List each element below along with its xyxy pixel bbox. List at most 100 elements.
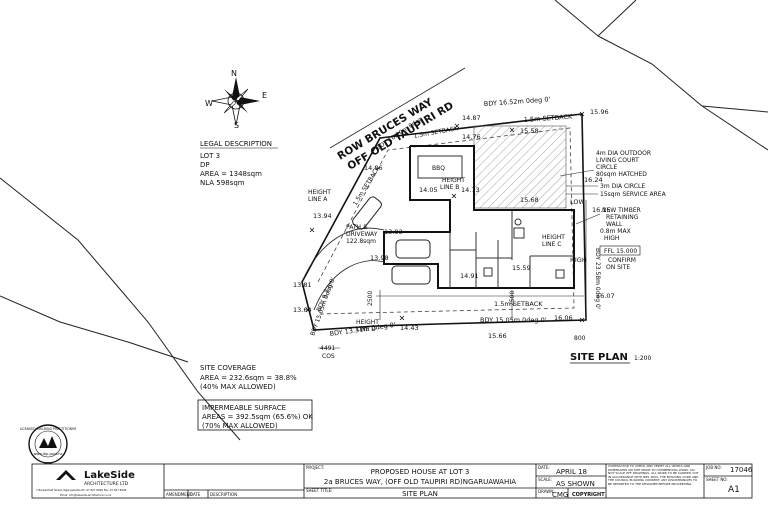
svg-text:16.24: 16.24	[584, 176, 603, 184]
revision-amendment: AMENDMENT	[166, 492, 193, 497]
project-line-2: 2a BRUCES WAY, (OFF OLD TAUPIRI RD)NGARU…	[324, 478, 516, 486]
svg-text:CONFIRM: CONFIRM	[608, 257, 636, 264]
project-label: PROJECT:	[306, 465, 324, 470]
company-address: 7 Bankerfield Street, Ngaruawahia Ph: 07…	[36, 488, 127, 492]
site-plan-scale: 1:200	[634, 355, 651, 362]
legal-nla: NLA 598sqm	[200, 179, 245, 187]
drawn-label: DRAWN:	[538, 489, 555, 494]
svg-text:WALL: WALL	[606, 221, 623, 228]
svg-text:13.64: 13.64	[293, 306, 312, 314]
outdoor-living-hatch	[473, 125, 567, 209]
height-line-a-1: HEIGHT	[308, 189, 331, 196]
project-line-1: PROPOSED HOUSE AT LOT 3	[371, 468, 470, 476]
impermeable-box	[197, 399, 313, 431]
lot-boundary	[301, 113, 587, 331]
coverage-max: (40% MAX ALLOWED)	[200, 383, 276, 391]
boundary-right-label: BDY 23.58m 0deg 0'	[594, 248, 601, 310]
north-arrow-icon	[211, 77, 260, 126]
coverage-area: AREA = 232.6sqm = 38.8%	[200, 374, 297, 382]
legal-dp: DP	[200, 161, 210, 169]
job-label: JOB NO:	[705, 465, 722, 470]
impermeable-max: (70% MAX ALLOWED)	[202, 422, 278, 430]
setback-bottom-label: 1.5m SETBACK	[494, 300, 543, 308]
svg-text:80sqm HATCHED: 80sqm HATCHED	[596, 171, 647, 178]
drawn-value: CMG	[552, 491, 568, 499]
cos-label: COS	[322, 353, 335, 360]
svg-text:LOW: LOW	[570, 198, 586, 206]
leader-lines	[559, 169, 601, 225]
svg-text:15.96: 15.96	[590, 108, 609, 116]
sheet-no-label: SHEET NO:	[706, 477, 728, 482]
svg-text:16.07: 16.07	[596, 292, 615, 300]
height-line-c-2: LINE C	[542, 241, 562, 248]
lbp-stamp-icon: LICENSED BUILDING PRACTITIONER www.lbp.g…	[20, 424, 77, 464]
ffl-box	[599, 245, 641, 256]
dim-4491: 4491	[320, 345, 335, 352]
company-logo-icon	[56, 470, 76, 480]
path-label-1: PATH &	[346, 224, 368, 231]
house-outline	[383, 145, 575, 289]
driveway-curves	[301, 227, 385, 311]
svg-text:14.87: 14.87	[462, 114, 481, 122]
garage-cars	[352, 196, 431, 285]
svg-text:NEW TIMBER: NEW TIMBER	[602, 207, 641, 214]
house-internal-walls	[417, 155, 574, 288]
impermeable-area: AREAS = 392.5sqm (65.6%) OK	[202, 413, 313, 421]
boundary-top-label: BDY 16.52m 0deg 0'	[484, 95, 551, 108]
svg-text:15sqm SERVICE AREA: 15sqm SERVICE AREA	[600, 191, 667, 198]
road-line	[329, 67, 466, 149]
job-number: 17046	[730, 466, 753, 474]
svg-text:14.05: 14.05	[419, 186, 438, 194]
site-boundary	[0, 0, 768, 441]
legal-area: AREA = 1348sqm	[200, 170, 262, 178]
compass-w: W	[205, 99, 213, 108]
setback-lines	[317, 127, 575, 315]
boundary-left-short-label: BDY 15.05m 0deg 0'	[309, 276, 337, 336]
spot-levels: 14.87 15.58 15.96 14.76 14.06 14.05 14.7…	[293, 108, 615, 340]
dim-2500-a: 2500	[367, 291, 374, 306]
svg-text:HIGH: HIGH	[604, 235, 619, 242]
svg-text:14.06: 14.06	[364, 164, 383, 172]
height-line-d-2: LINE D	[356, 326, 376, 333]
svg-text:13.98: 13.98	[370, 254, 389, 262]
height-line-d-1: HEIGHT	[356, 319, 379, 326]
compass-n: N	[231, 69, 237, 78]
svg-text:4m DIA OUTDOOR: 4m DIA OUTDOOR	[596, 150, 651, 157]
svg-text:CIRCLE: CIRCLE	[596, 164, 617, 171]
ffl-label: FFL 15.000	[604, 248, 637, 255]
company-sub: ARCHITECTURE LTD	[84, 481, 129, 487]
setback-top-label: 1.5m SETBACK	[524, 113, 574, 124]
svg-text:14.73: 14.73	[461, 186, 480, 194]
svg-text:0.8m MAX: 0.8m MAX	[600, 228, 631, 235]
lbp-stamp-text: LICENSED BUILDING PRACTITIONER	[20, 427, 77, 431]
boundary-bottom-label: BDY 15.05m 0deg 0'	[480, 316, 547, 324]
title-block	[31, 463, 753, 499]
date-label: DATE:	[538, 465, 550, 470]
impermeable-heading: IMPERMEABLE SURFACE	[202, 404, 286, 412]
copyright-label: COPYRIGHT	[572, 492, 605, 498]
contractor-notes: CONTRACTOR TO CHECK AND VERIFY ALL LEVEL…	[608, 465, 699, 486]
scale-label: SCALE:	[538, 477, 552, 482]
dim-800: 800	[574, 335, 586, 342]
level-markers	[305, 111, 585, 323]
notes-box: CONTRACTOR TO CHECK AND VERIFY ALL LEVEL…	[608, 465, 699, 486]
bbq-label: BBQ	[432, 165, 445, 172]
svg-text:14.43: 14.43	[400, 324, 419, 332]
svg-text:14.91: 14.91	[460, 272, 479, 280]
coverage-heading: SITE COVERAGE	[200, 364, 256, 372]
height-line-b-1: HEIGHT	[442, 177, 465, 184]
svg-text:RETAINING: RETAINING	[606, 214, 639, 221]
sheet-number: A1	[728, 485, 740, 495]
svg-text:15.59: 15.59	[512, 264, 531, 272]
dim-2500-b: 2500	[509, 291, 516, 306]
svg-text:13.81: 13.81	[293, 281, 312, 289]
svg-text:HIGH: HIGH	[570, 256, 587, 264]
outdoor-notes: 4m DIA OUTDOOR LIVING COURT CIRCLE 80sqm…	[596, 150, 667, 271]
legal-lot: LOT 3	[200, 152, 220, 160]
scale-value: AS SHOWN	[556, 480, 595, 488]
company-name: LakeSide	[84, 470, 135, 481]
svg-text:3m DIA CIRCLE: 3m DIA CIRCLE	[600, 183, 645, 190]
svg-text:16.15: 16.15	[592, 206, 611, 214]
height-line-b-2: LINE B	[440, 184, 459, 191]
compass-s: S	[234, 121, 239, 130]
